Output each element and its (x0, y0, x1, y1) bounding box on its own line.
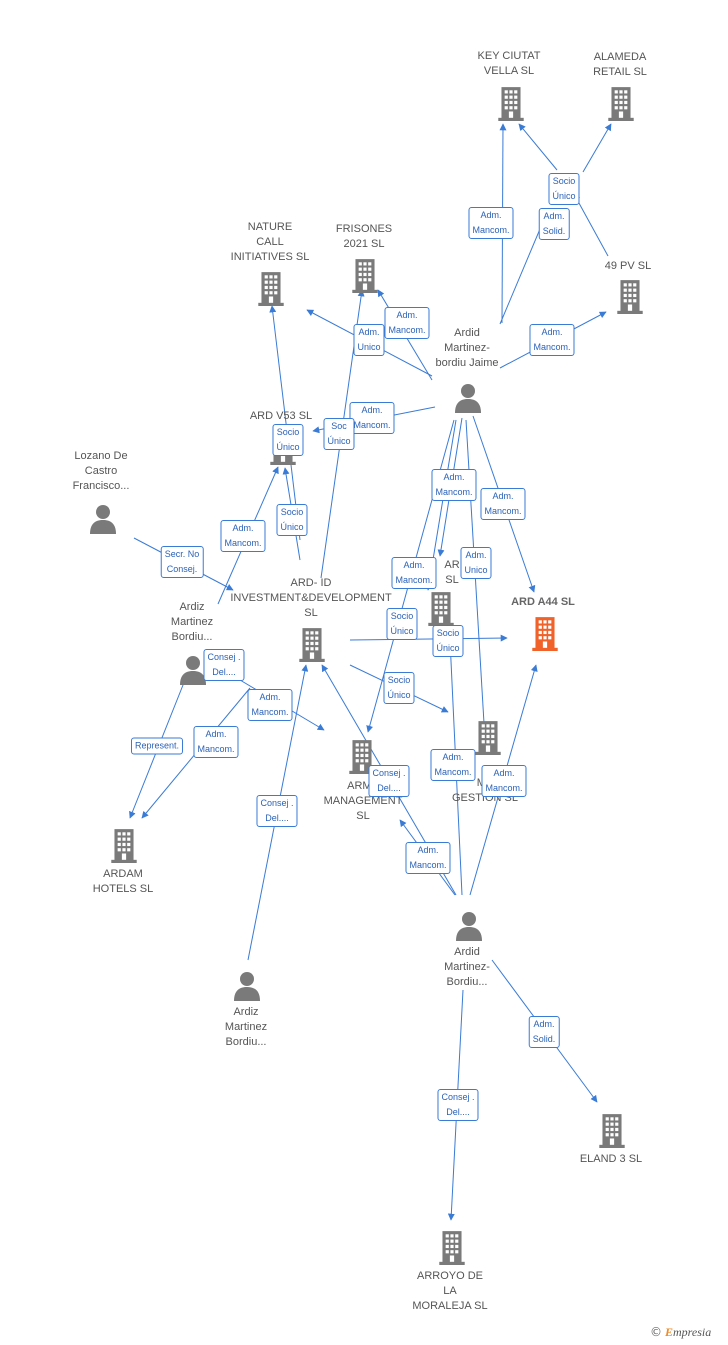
edge-label-adm-mancom[interactable]: Adm. Mancom. (481, 765, 527, 797)
relation-edge (518, 123, 558, 171)
edge-label-adm-mancom[interactable]: Adm. Mancom. (430, 749, 476, 781)
edge-label-adm-mancom[interactable]: Adm. Mancom. (529, 324, 575, 356)
node-label-lozano[interactable]: Lozano De Castro Francisco... (72, 450, 130, 492)
edge-label-adm-mancom[interactable]: Adm. Mancom. (220, 520, 266, 552)
building-icon[interactable] (439, 1231, 465, 1265)
building-icon[interactable] (111, 829, 137, 863)
building-icon[interactable] (258, 272, 284, 306)
edge-label-consej-del[interactable]: Consej . Del.... (368, 765, 410, 797)
node-label-49pv[interactable]: 49 PV SL (604, 260, 652, 272)
building-icon[interactable] (532, 617, 558, 651)
node-label-ard-a44[interactable]: ARD A44 SL (511, 596, 575, 608)
edge-label-socio-unico[interactable]: Soc Único (323, 418, 355, 450)
relation-edge (349, 634, 508, 642)
building-icon[interactable] (428, 592, 454, 626)
node-icons (90, 87, 643, 1265)
edge-label-adm-unico[interactable]: Adm. Unico (353, 324, 385, 356)
node-label-ardiz-2[interactable]: Ardiz Martinez Bordiu... (224, 1006, 268, 1048)
building-icon[interactable] (617, 280, 643, 314)
relation-edge (573, 193, 609, 257)
edge-label-adm-unico[interactable]: Adm. Unico (460, 547, 492, 579)
edge-label-adm-mancom[interactable]: Adm. Mancom. (405, 842, 451, 874)
edge-label-secr-no-consej[interactable]: Secr. No Consej. (160, 546, 204, 578)
edge-label-adm-solid[interactable]: Adm. Solid. (538, 208, 570, 240)
edge-label-adm-mancom[interactable]: Adm. Mancom. (391, 557, 437, 589)
node-label-alameda[interactable]: ALAMEDA RETAIL SL (593, 51, 647, 78)
node-label-jaime[interactable]: Ardid Martinez- bordiu Jaime (435, 327, 499, 369)
node-label-ardid-investment[interactable]: ARD- ID INVESTMENT&DEVELOPMENT SL (230, 577, 392, 619)
node-label-key-ciutat[interactable]: KEY CIUTAT VELLA SL (477, 50, 541, 77)
node-label-nature[interactable]: NATURE CALL INITIATIVES SL (230, 221, 310, 263)
edge-label-consej-del[interactable]: Consej . Del.... (437, 1089, 479, 1121)
node-label-ard-v53[interactable]: ARD V53 SL (249, 410, 313, 422)
person-icon[interactable] (455, 384, 481, 413)
person-icon[interactable] (180, 656, 206, 685)
building-icon[interactable] (475, 721, 501, 755)
edge-label-adm-mancom[interactable]: Adm. Mancom. (193, 726, 239, 758)
person-icon[interactable] (90, 505, 116, 534)
building-icon[interactable] (608, 87, 634, 121)
node-label-ardiz-1[interactable]: Ardiz Martinez Bordiu... (170, 601, 214, 643)
person-icon[interactable] (234, 972, 260, 1001)
node-label-frisones[interactable]: FRISONES 2021 SL (335, 223, 393, 250)
node-label-ardam[interactable]: ARDAM HOTELS SL (92, 868, 154, 895)
edge-label-adm-mancom[interactable]: Adm. Mancom. (349, 402, 395, 434)
edge-label-adm-mancom[interactable]: Adm. Mancom. (247, 689, 293, 721)
edge-label-socio-unico[interactable]: Socio Único (276, 504, 308, 536)
building-icon[interactable] (352, 259, 378, 293)
relation-edge (582, 123, 612, 173)
node-label-ardid-2[interactable]: Ardid Martinez- Bordiu... (444, 946, 490, 988)
edge-label-adm-mancom[interactable]: Adm. Mancom. (431, 469, 477, 501)
edge-label-adm-mancom[interactable]: Adm. Mancom. (468, 207, 514, 239)
edge-label-socio-unico[interactable]: Socio Único (272, 424, 304, 456)
node-label-arroyo[interactable]: ARROYO DE LA MORALEJA SL (412, 1270, 488, 1312)
edge-label-adm-mancom[interactable]: Adm. Mancom. (384, 307, 430, 339)
building-icon[interactable] (498, 87, 524, 121)
brand-initial: E (665, 1325, 674, 1339)
person-icon[interactable] (456, 912, 482, 941)
relation-edge (465, 419, 489, 741)
edge-label-represent[interactable]: Represent. (130, 737, 184, 755)
edge-label-socio-unico[interactable]: Socio Único (386, 608, 418, 640)
building-icon[interactable] (299, 628, 325, 662)
copyright-symbol: © (650, 1325, 662, 1339)
node-label-ard-mid[interactable]: AR SL (444, 559, 460, 586)
edge-label-adm-mancom[interactable]: Adm. Mancom. (480, 488, 526, 520)
node-label-eland[interactable]: ELAND 3 SL (579, 1153, 643, 1165)
edge-label-socio-unico[interactable]: Socio Único (432, 625, 464, 657)
edge-label-adm-solid[interactable]: Adm. Solid. (528, 1016, 560, 1048)
edge-label-consej-del[interactable]: Consej . Del.... (256, 795, 298, 827)
empresia-logo[interactable]: © Empresia (650, 1325, 711, 1340)
relation-edge (269, 305, 301, 541)
building-icon[interactable] (599, 1114, 625, 1148)
edge-label-socio-unico[interactable]: Socio Único (548, 173, 580, 205)
brand-name: mpresia (673, 1325, 712, 1339)
edge-label-socio-unico[interactable]: Socio Único (383, 672, 415, 704)
edge-label-consej-del[interactable]: Consej . Del.... (203, 649, 245, 681)
